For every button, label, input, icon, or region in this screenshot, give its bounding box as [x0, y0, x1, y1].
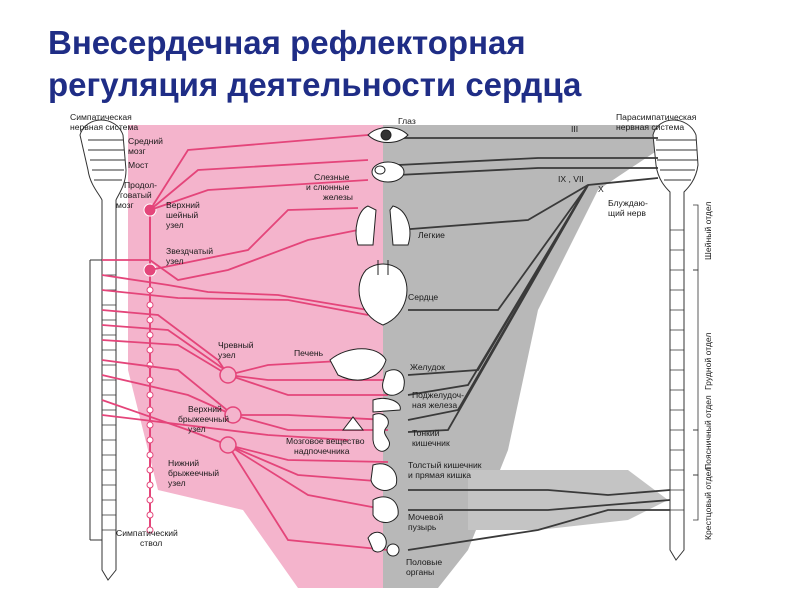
inferior-mesenteric-ganglion — [219, 436, 237, 454]
label-cervical: Шейный отдел — [703, 202, 713, 260]
label-symp-trunk-2: ствол — [140, 538, 162, 548]
superior-mesenteric-ganglion — [224, 406, 242, 424]
eye-organ — [367, 127, 409, 143]
label-inf-mesenteric-3: узел — [168, 478, 186, 488]
label-small-int-1: Тонкий — [412, 428, 440, 438]
labels: Симпатическая нервная система Парасимпат… — [70, 112, 713, 577]
label-parasymp-system-1: Парасимпатическая — [616, 112, 697, 122]
label-vagus-1: Блуждаю- — [608, 198, 648, 208]
label-large-int-1: Толстый кишечник — [408, 460, 482, 470]
label-lacrimal-1: Слезные — [314, 172, 350, 182]
pancreas-organ — [372, 397, 401, 413]
label-adrenal-1: Мозговое вещество — [286, 436, 365, 446]
label-genital-2: органы — [406, 567, 434, 577]
parasympathetic-area — [383, 125, 668, 588]
label-nerve-ix-vii: IX , VII — [558, 174, 584, 184]
label-eye: Глаз — [398, 116, 416, 126]
celiac-ganglion — [219, 366, 237, 384]
lacrimal-gland-organ — [371, 161, 405, 183]
label-parasymp-system-2: нервная система — [616, 122, 684, 132]
label-stellate-1: Звездчатый — [166, 246, 213, 256]
label-midbrain-2: мозг — [128, 146, 146, 156]
large-intestine-organ — [370, 463, 398, 491]
label-pancreas-2: ная железа — [412, 400, 457, 410]
autonomic-nervous-system-diagram: Симпатическая нервная система Парасимпат… — [70, 112, 713, 588]
label-small-int-2: кишечник — [412, 438, 450, 448]
label-celiac-2: узел — [218, 350, 236, 360]
sympathetic-fibers — [101, 134, 389, 551]
parasympathetic-fibers — [397, 137, 671, 551]
label-stomach: Желудок — [410, 362, 445, 372]
label-liver: Печень — [294, 348, 324, 358]
intestine-organ — [372, 413, 390, 452]
label-sup-mesenteric-1: Верхний — [188, 404, 222, 414]
title-line-1: Внесердечная рефлекторная — [48, 24, 526, 61]
adrenal-organ — [341, 416, 365, 431]
label-sup-cervical-2: шейный — [166, 210, 198, 220]
genital-organ — [367, 531, 400, 557]
label-lumbar: Поясничный отдел — [703, 395, 713, 470]
sympathetic-area — [128, 125, 383, 588]
label-pancreas-1: Поджелудоч- — [412, 390, 464, 400]
spinal-section-brackets — [693, 204, 699, 521]
label-lungs: Легкие — [418, 230, 445, 240]
label-sup-mesenteric-2: брыжеечный — [178, 414, 229, 424]
label-inf-mesenteric-1: Нижний — [168, 458, 199, 468]
label-medulla-1: Продол- — [124, 180, 157, 190]
label-symp-system-2: нервная система — [70, 122, 138, 132]
label-adrenal-2: надпочечника — [294, 446, 350, 456]
liver-organ — [329, 348, 387, 381]
left-spinal-cord — [79, 119, 127, 581]
label-pons: Мост — [128, 160, 148, 170]
label-sup-cervical-3: узел — [166, 220, 184, 230]
label-lacrimal-3: железы — [323, 192, 353, 202]
label-nerve-iii: III — [571, 124, 578, 134]
label-bladder-1: Мочевой — [408, 512, 443, 522]
lungs-organ — [355, 205, 411, 246]
label-genital-1: Половые — [406, 557, 442, 567]
label-lacrimal-2: и слюнные — [306, 182, 350, 192]
right-spinal-cord — [652, 119, 699, 561]
label-sacral: Крестцовый отдел — [703, 467, 713, 540]
label-medulla-3: мозг — [116, 200, 134, 210]
bladder-organ — [372, 496, 399, 523]
stomach-organ — [382, 369, 405, 396]
heart-organ — [358, 260, 408, 326]
label-sup-mesenteric-3: узел — [188, 424, 206, 434]
label-heart: Сердце — [408, 292, 438, 302]
label-sup-cervical-1: Верхний — [166, 200, 200, 210]
label-symp-system-1: Симпатическая — [70, 112, 132, 122]
label-medulla-2: говатый — [120, 190, 152, 200]
label-thoracic: Грудной отдел — [703, 333, 713, 390]
title-line-2: регуляция деятельности сердца — [48, 66, 582, 103]
label-celiac-1: Чревный — [218, 340, 254, 350]
label-large-int-2: и прямая кишка — [408, 470, 471, 480]
label-stellate-2: узел — [166, 256, 184, 266]
organs — [329, 127, 411, 557]
label-inf-mesenteric-2: брыжеечный — [168, 468, 219, 478]
label-symp-trunk-1: Симпатический — [116, 528, 178, 538]
page-title: Внесердечная рефлекторная регуляция деят… — [48, 22, 768, 106]
label-bladder-2: пузырь — [408, 522, 437, 532]
ganglia — [219, 366, 242, 454]
label-vagus-2: щий нерв — [608, 208, 646, 218]
label-nerve-x: X — [598, 184, 604, 194]
label-midbrain-1: Средний — [128, 136, 163, 146]
